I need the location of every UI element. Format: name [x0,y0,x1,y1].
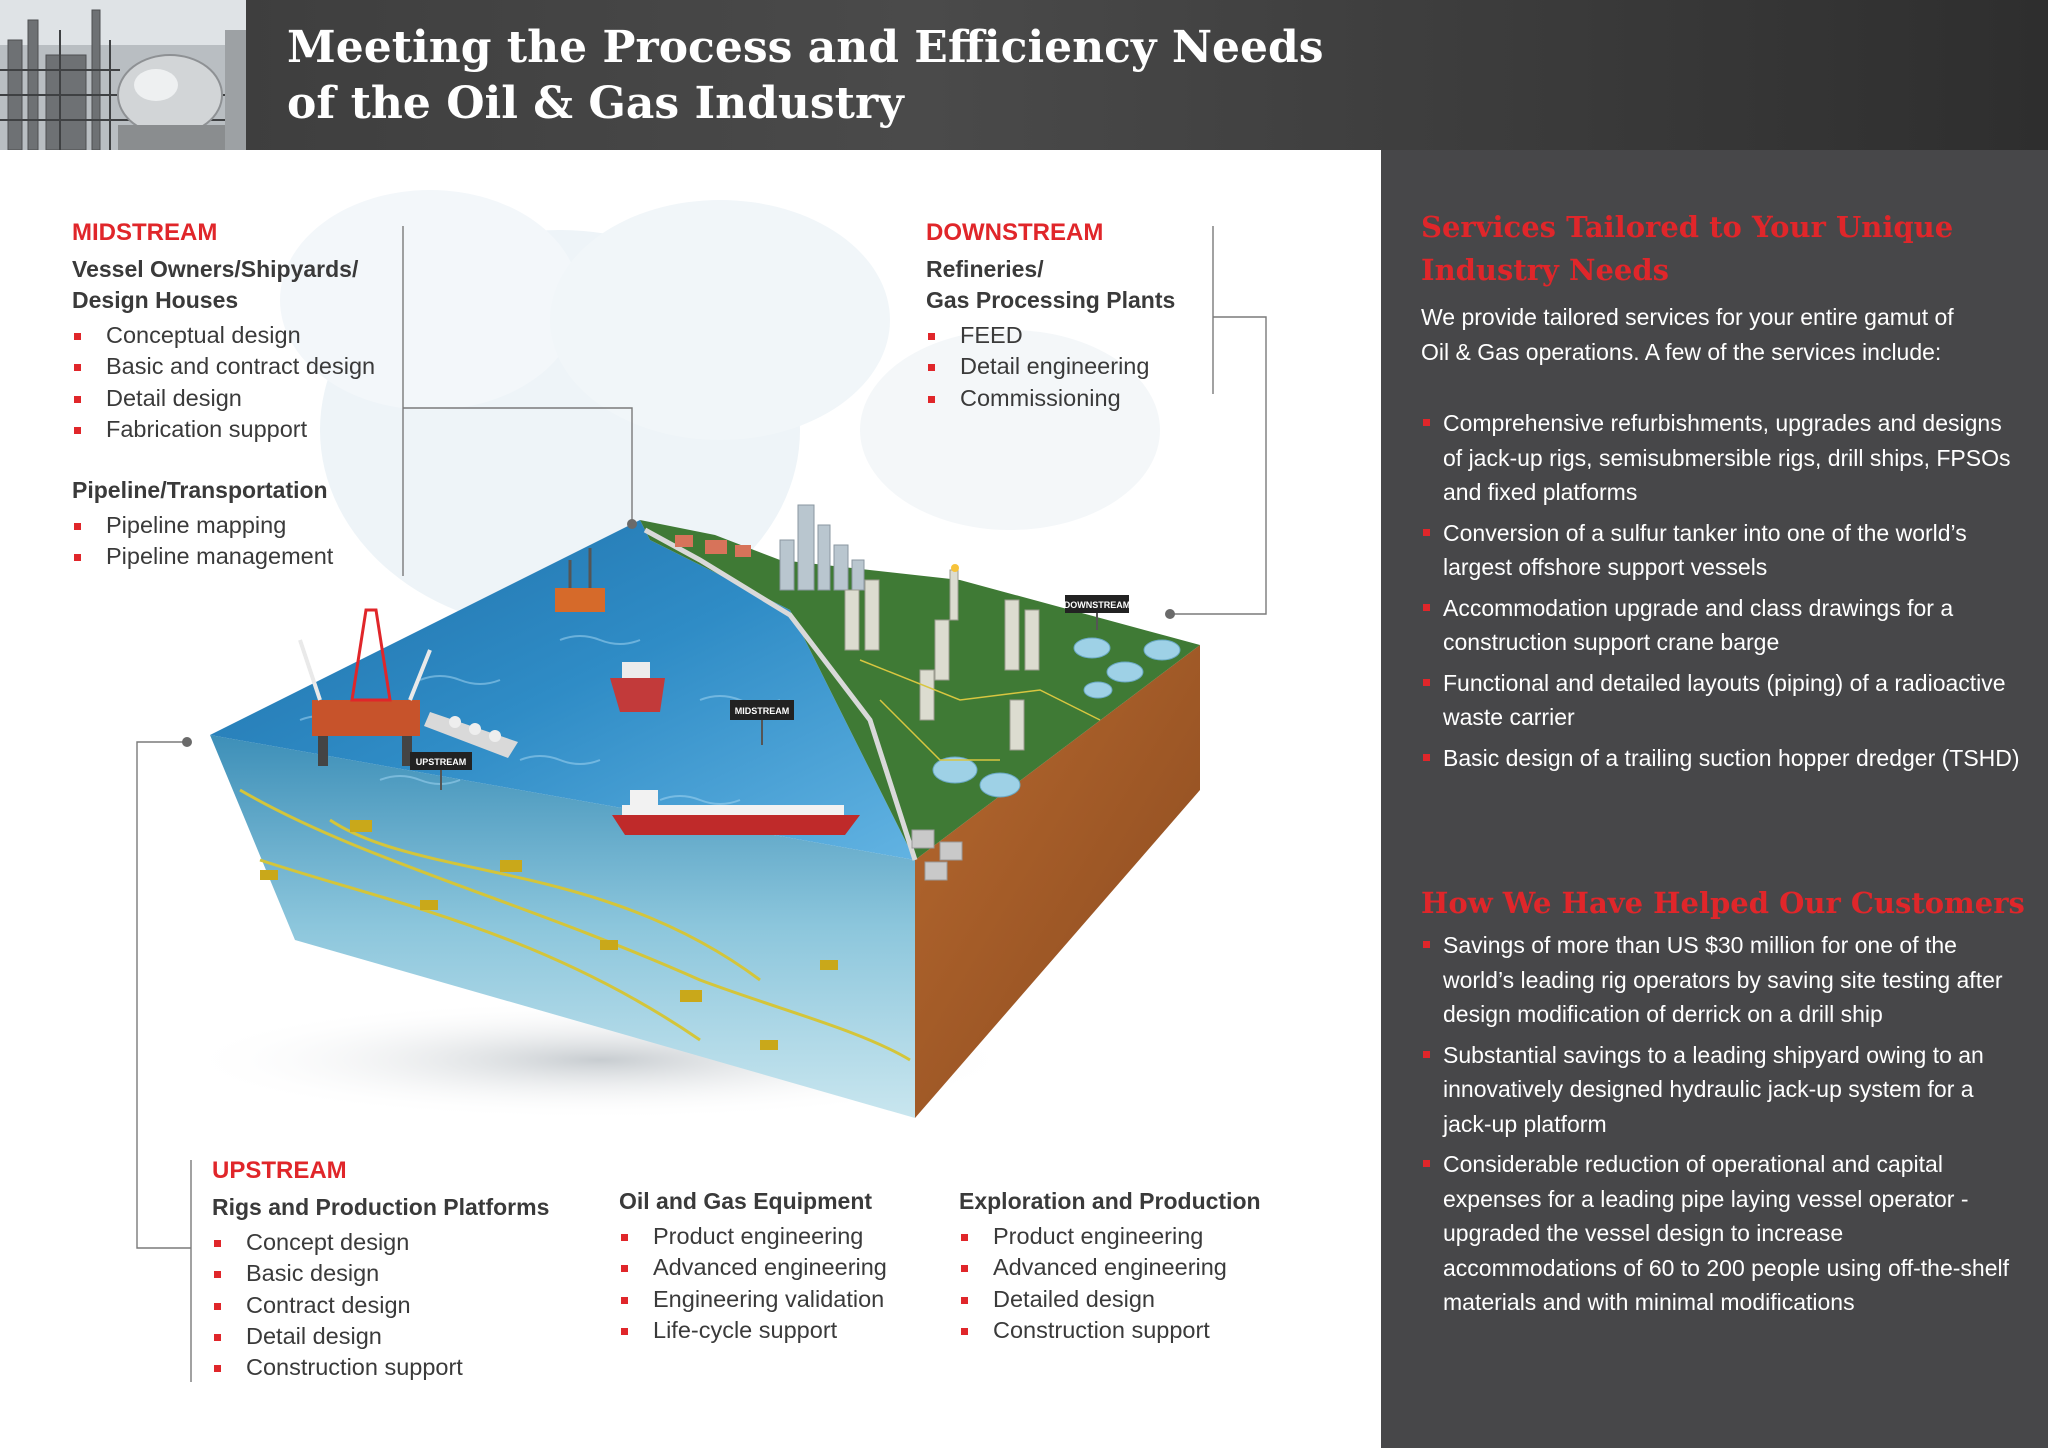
sign-upstream: UPSTREAM [410,752,472,790]
helped-heading: How We Have Helped Our Customers [1421,886,2025,920]
page-title-line1: Meeting the Process and Efficiency Needs [287,22,1324,73]
list-item: Detail engineering [926,351,1175,382]
supply-ship [610,662,665,712]
list-item: Conversion of a sulfur tanker into one o… [1421,516,2021,585]
soil-cross-section [915,645,1200,1118]
list-item: Basic design of a trailing suction hoppe… [1421,741,2021,776]
services-heading: Services Tailored to Your Unique Industr… [1421,206,1953,292]
midstream-pipeline-title: Pipeline/Transportation [72,477,328,504]
subsea-equipment [260,820,838,1050]
header-banner: Meeting the Process and Efficiency Needs… [0,0,2048,150]
list-item: Engineering validation [619,1284,887,1315]
list-item: Pipeline management [72,541,375,572]
list-item: Construction support [212,1352,549,1383]
list-item: Substantial savings to a leading shipyar… [1421,1038,2021,1142]
midstream-vessel-title-line2: Design Houses [72,287,239,313]
list-item: Considerable reduction of operational an… [1421,1147,2021,1320]
tanker-ship [612,790,860,835]
list-item: Advanced engineering [619,1252,887,1283]
sea-surface [210,520,915,860]
services-heading-line2: Industry Needs [1421,253,1669,287]
helped-list: Savings of more than US $30 million for … [1421,928,2021,1326]
list-item: Advanced engineering [959,1252,1261,1283]
list-item: Pipeline mapping [72,510,375,541]
subsea-pipelines [239,788,911,1062]
services-sidebar: Services Tailored to Your Unique Industr… [1381,150,2048,1448]
page-title: Meeting the Process and Efficiency Needs… [287,20,1324,132]
sign-upstream-text: UPSTREAM [416,757,467,767]
downstream-title-line2: Gas Processing Plants [926,287,1176,313]
list-item: FEED [926,320,1175,351]
upstream-exploration-list: Product engineering Advanced engineering… [959,1221,1261,1346]
upstream-equipment-section: Oil and Gas Equipment Product engineerin… [619,1186,887,1346]
downstream-title-line1: Refineries/ [926,256,1044,282]
upstream-exploration-section: Exploration and Production Product engin… [959,1186,1261,1346]
midstream-section: MIDSTREAM Vessel Owners/Shipyards/ Desig… [72,218,375,573]
page-title-line2: of the Oil & Gas Industry [287,78,904,129]
list-item: Basic design [212,1258,549,1289]
refinery-photo [0,0,246,150]
oil-gas-value-chain-illustration: UPSTREAM MIDSTREAM [180,190,1200,1120]
midstream-vessel-title-line1: Vessel Owners/Shipyards/ [72,256,359,282]
upstream-rigs-list: Concept design Basic design Contract des… [212,1227,549,1383]
list-item: Accommodation upgrade and class drawings… [1421,591,2021,660]
list-item: Detail design [72,383,375,414]
downstream-list: FEED Detail engineering Commissioning [926,320,1175,414]
upstream-rigs-title: Rigs and Production Platforms [212,1194,550,1220]
services-list: Comprehensive refurbishments, upgrades a… [1421,406,2021,781]
list-item: Conceptual design [72,320,375,351]
houses [675,535,751,557]
sign-downstream: DOWNSTREAM [1064,595,1131,630]
gas-carrier-ship [424,712,518,758]
fixed-platform [555,548,605,612]
services-intro: We provide tailored services for your en… [1421,304,1954,365]
upstream-equipment-list: Product engineering Advanced engineering… [619,1221,887,1346]
list-item: Detail design [212,1321,549,1352]
midstream-category: MIDSTREAM [72,219,218,246]
shoreline-road [643,527,918,861]
list-item: Product engineering [619,1221,887,1252]
upstream-section: UPSTREAM Rigs and Production Platforms C… [212,1156,549,1383]
list-item: Functional and detailed layouts (piping)… [1421,666,2021,735]
list-item: Savings of more than US $30 million for … [1421,928,2021,1032]
refinery-plant [844,564,1181,881]
services-heading-line1: Services Tailored to Your Unique [1421,210,1954,244]
list-item: Basic and contract design [72,351,375,382]
list-item: Detailed design [959,1284,1261,1315]
list-item: Comprehensive refurbishments, upgrades a… [1421,406,2021,510]
city-skyline [779,504,865,591]
upstream-exploration-title: Exploration and Production [959,1188,1261,1214]
list-item: Product engineering [959,1221,1261,1252]
downstream-section: DOWNSTREAM Refineries/ Gas Processing Pl… [926,218,1175,414]
downstream-category: DOWNSTREAM [926,219,1104,246]
offshore-drilling-rig [298,608,432,766]
list-item: Contract design [212,1290,549,1321]
sign-downstream-text: DOWNSTREAM [1064,600,1131,610]
midstream-pipeline-list: Pipeline mapping Pipeline management [72,510,375,573]
upstream-equipment-title: Oil and Gas Equipment [619,1188,873,1214]
list-item: Life-cycle support [619,1315,887,1346]
list-item: Fabrication support [72,414,375,445]
midstream-vessel-list: Conceptual design Basic and contract des… [72,320,375,445]
list-item: Concept design [212,1227,549,1258]
sign-midstream-text: MIDSTREAM [735,706,790,716]
list-item: Commissioning [926,383,1175,414]
sign-midstream: MIDSTREAM [730,700,794,745]
upstream-category: UPSTREAM [212,1157,347,1184]
list-item: Construction support [959,1315,1261,1346]
